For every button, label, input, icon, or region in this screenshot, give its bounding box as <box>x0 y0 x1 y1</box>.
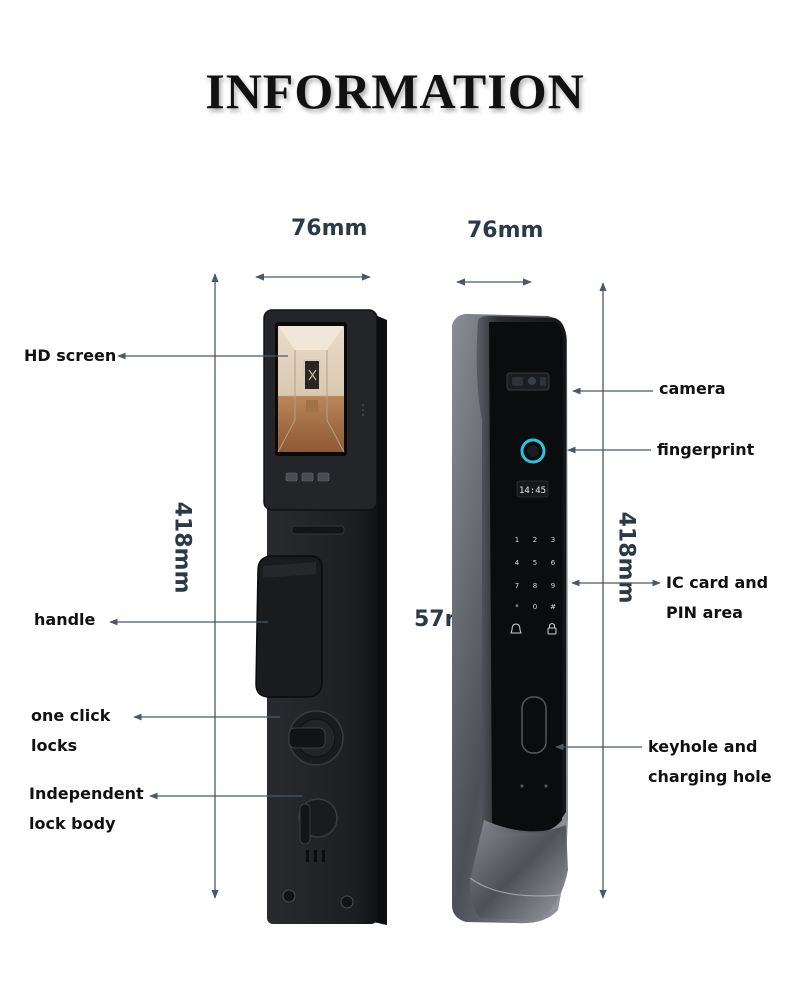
label-keyhole-line2: charging hole <box>648 767 772 786</box>
side-lock-body: 14:45 1 2 3 4 5 6 7 8 9 * 0 # <box>452 313 568 924</box>
front-lock-body <box>255 309 387 925</box>
front-width-label: 76mm <box>291 216 368 241</box>
label-handle: handle <box>34 610 96 629</box>
label-ic-card-line2: PIN area <box>666 603 743 622</box>
page-title: INFORMATION <box>205 63 585 119</box>
keypad-key: 9 <box>551 582 555 590</box>
label-camera: camera <box>659 379 726 398</box>
keypad-key: 1 <box>515 536 519 544</box>
keypad-key: 0 <box>533 603 537 611</box>
label-fingerprint: fingerprint <box>657 440 755 459</box>
label-one-click-line2: locks <box>31 736 78 755</box>
label-hd-screen: HD screen <box>24 346 117 365</box>
label-one-click-line1: one click <box>31 706 111 725</box>
keypad-key: 5 <box>533 559 537 567</box>
lock-icon <box>547 627 557 635</box>
keypad-key: 6 <box>551 559 556 567</box>
side-width-label: 76mm <box>467 218 544 243</box>
keypad-key: 7 <box>515 582 519 590</box>
callout-arrows <box>109 352 661 800</box>
keypad-key: 3 <box>551 536 555 544</box>
label-independent-line2: lock body <box>29 814 116 833</box>
label-ic-card-line1: IC card and <box>666 573 769 592</box>
keypad-key: # <box>550 603 556 611</box>
label-keyhole-line1: keyhole and <box>648 737 758 756</box>
bell-icon <box>510 623 522 634</box>
keypad-key: 8 <box>533 582 537 590</box>
keypad-key: 4 <box>515 559 520 567</box>
keypad-key: 2 <box>533 536 537 544</box>
label-independent-line1: Independent <box>29 784 144 803</box>
keypad-key: * <box>515 603 519 611</box>
keypad: 1 2 3 4 5 6 7 8 9 * 0 # <box>515 536 556 611</box>
clock-display: 14:45 <box>519 486 546 496</box>
